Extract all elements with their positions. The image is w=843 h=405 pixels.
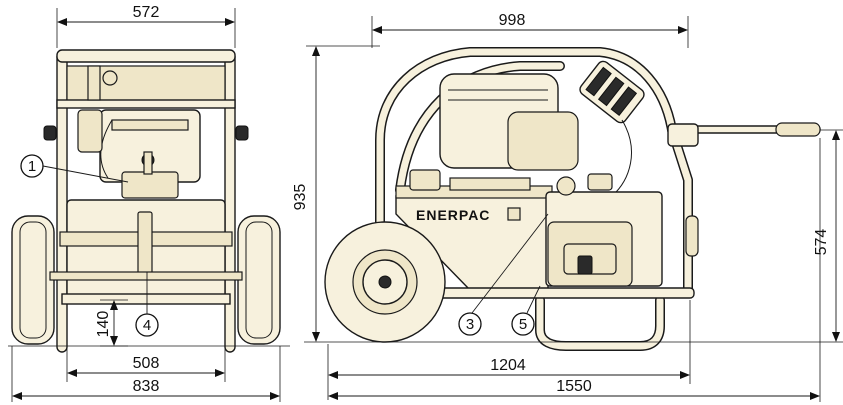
callout-5: 5 xyxy=(511,285,541,336)
front-view xyxy=(11,49,281,353)
callout-3: 3 xyxy=(458,213,549,336)
side-dimensions: 998 935 574 1204 1550 xyxy=(292,12,843,402)
front-left-wheel-tread xyxy=(19,221,47,339)
front-engine-fins xyxy=(111,119,189,131)
svg-text:1: 1 xyxy=(28,158,36,175)
side-brand-badge xyxy=(507,207,521,221)
fuel-cap-icon xyxy=(102,70,118,86)
svg-text:3: 3 xyxy=(466,316,474,333)
front-left-handle xyxy=(43,125,57,141)
side-hose xyxy=(611,119,632,197)
side-motor-cover xyxy=(507,111,579,171)
side-view: ENERPAC xyxy=(324,47,821,351)
front-gauge-stem xyxy=(143,151,153,175)
front-frame-cross-bar xyxy=(56,99,236,109)
svg-text:5: 5 xyxy=(519,316,527,333)
front-left-wheel xyxy=(11,215,55,345)
front-axle xyxy=(49,271,243,281)
side-motor-vent xyxy=(448,89,548,101)
side-gauge xyxy=(556,176,576,196)
front-sight-gauge xyxy=(137,211,153,279)
brand-label: ENERPAC xyxy=(416,207,490,223)
side-valve-right xyxy=(587,173,613,191)
dim-998: 998 xyxy=(499,12,526,29)
front-frame-right-rail xyxy=(224,51,236,353)
side-rear-guard xyxy=(579,60,645,124)
dim-140: 140 xyxy=(95,311,112,338)
front-frame-top-bar xyxy=(56,49,236,63)
side-skid xyxy=(535,295,665,351)
dim-935: 935 xyxy=(292,184,309,211)
dim-838: 838 xyxy=(133,378,160,395)
svg-text:4: 4 xyxy=(143,317,151,334)
front-right-wheel-tread xyxy=(245,221,273,339)
front-base-plate xyxy=(61,293,231,305)
wheel-icon xyxy=(11,215,281,345)
dim-1204: 1204 xyxy=(490,357,526,374)
dim-508: 508 xyxy=(133,355,160,372)
dim-572: 572 xyxy=(133,4,160,21)
callout-1: 1 xyxy=(20,154,129,183)
front-panel-plate xyxy=(87,65,101,101)
front-valve-manifold xyxy=(121,171,179,199)
front-dimensions: 572 508 838 140 xyxy=(8,4,290,402)
front-air-filter xyxy=(77,109,103,153)
callout-4: 4 xyxy=(135,272,159,337)
front-right-handle xyxy=(235,125,249,141)
front-frame-left-rail xyxy=(56,51,68,353)
dim-574: 574 xyxy=(813,229,830,256)
dim-1550: 1550 xyxy=(556,378,592,395)
front-right-wheel xyxy=(237,215,281,345)
tow-handle-icon xyxy=(667,122,821,257)
side-manifold xyxy=(449,177,531,191)
side-pump-strap xyxy=(577,255,593,275)
side-wheel xyxy=(324,221,446,343)
side-valve-left xyxy=(409,169,441,191)
